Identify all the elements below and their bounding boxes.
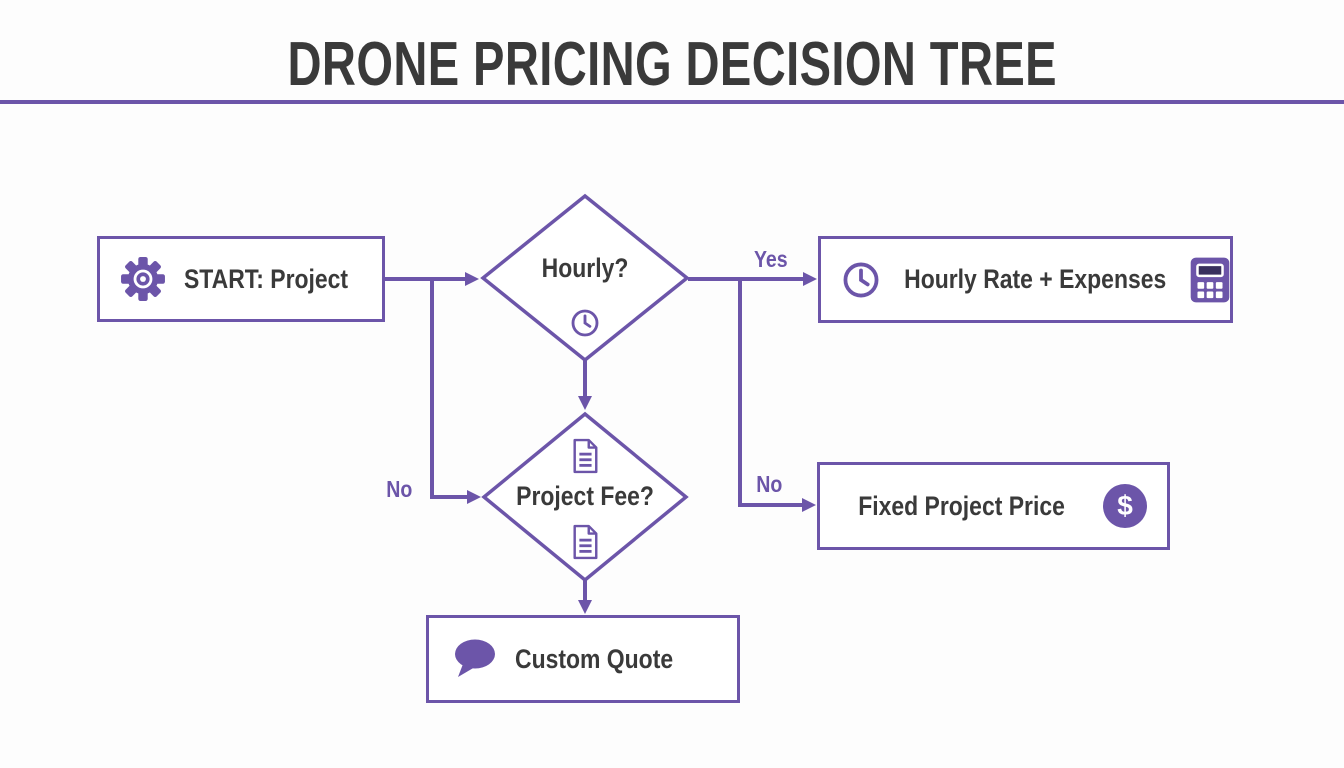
title-divider xyxy=(0,100,1344,104)
page-title: DRONE PRICING DECISION TREE xyxy=(287,30,1057,99)
node-start: START: Project xyxy=(97,236,385,322)
calculator-icon xyxy=(1189,256,1231,304)
node-hourly-rate-result: Hourly Rate + Expenses xyxy=(818,236,1233,323)
node-label: Hourly? xyxy=(541,253,629,283)
edge-label-yes: Yes xyxy=(754,246,788,272)
edge-label-no-right: No xyxy=(755,471,783,497)
clock-icon xyxy=(569,307,601,339)
clock-icon xyxy=(841,260,881,300)
speech-bubble-icon xyxy=(451,638,497,680)
document-icon xyxy=(570,438,600,474)
dollar-icon: $ xyxy=(1103,484,1148,528)
node-project-fee-decision: Project Fee? xyxy=(481,411,689,583)
node-custom-quote-result: Custom Quote xyxy=(426,615,740,703)
document-icon xyxy=(570,524,600,560)
node-fixed-price-result: Fixed Project Price $ xyxy=(817,462,1170,550)
node-label: Fixed Project Price xyxy=(858,490,1065,521)
node-label: Custom Quote xyxy=(515,643,674,674)
node-label: START: Project xyxy=(184,263,349,294)
edge-label-no-left: No xyxy=(385,476,413,502)
node-hourly-decision: Hourly? xyxy=(480,193,690,363)
node-label: Hourly Rate + Expenses xyxy=(904,264,1167,294)
gear-icon xyxy=(120,256,166,302)
node-label: Project Fee? xyxy=(516,481,654,511)
